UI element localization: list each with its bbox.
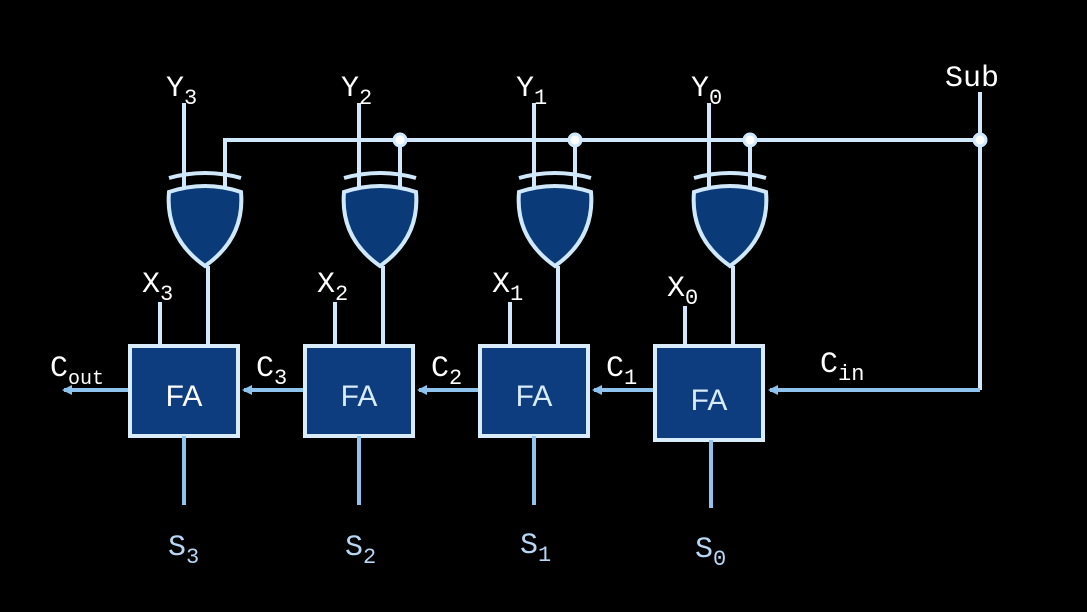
c3-label: C3 (256, 352, 287, 391)
full-adder-0: FA (653, 344, 765, 442)
full-adder-2: FA (303, 344, 415, 438)
y0-label: Y0 (691, 72, 722, 111)
x0-label: X0 (667, 272, 698, 311)
junction-dot (972, 132, 988, 148)
y3-label: Y3 (166, 72, 197, 111)
x-labels: X3 X2 X1 X0 (142, 268, 698, 311)
fa-label: FA (166, 380, 203, 413)
s1-label: S1 (520, 529, 551, 568)
xor-gate-3 (166, 171, 244, 269)
c2-label: C2 (431, 352, 462, 391)
sum-labels: S3 S2 S1 S0 (168, 529, 726, 572)
junction-dot (567, 132, 583, 148)
fa-input-wires (158, 266, 735, 346)
xor-gate-0 (691, 171, 769, 269)
xor-gate-1 (516, 171, 594, 269)
y2-label: Y2 (341, 72, 372, 111)
sum-output-wires (182, 436, 713, 508)
xor-gate-2 (341, 171, 419, 269)
fa-label: FA (341, 380, 378, 413)
y-labels: Y3 Y2 Y1 Y0 (166, 72, 722, 111)
full-adders: FA FA FA FA (128, 344, 765, 442)
s3-label: S3 (168, 531, 199, 570)
cin-label: Cin (820, 348, 864, 387)
full-adder-1: FA (478, 344, 590, 438)
carry-labels: Cout C3 C2 C1 Cin (50, 348, 864, 391)
full-adder-3: FA (128, 344, 240, 438)
s0-label: S0 (695, 533, 726, 572)
fa-label: FA (691, 384, 728, 417)
c1-label: C1 (606, 352, 637, 391)
x2-label: X2 (317, 268, 348, 307)
junction-dots (392, 132, 988, 148)
s2-label: S2 (345, 531, 376, 570)
junction-dot (392, 132, 408, 148)
x1-label: X1 (492, 268, 523, 307)
y1-label: Y1 (516, 72, 547, 111)
sub-label: Sub (945, 62, 999, 96)
fa-label: FA (516, 380, 553, 413)
x3-label: X3 (142, 268, 173, 307)
junction-dot (742, 132, 758, 148)
cout-label: Cout (50, 352, 104, 391)
xor-gates (166, 171, 769, 269)
